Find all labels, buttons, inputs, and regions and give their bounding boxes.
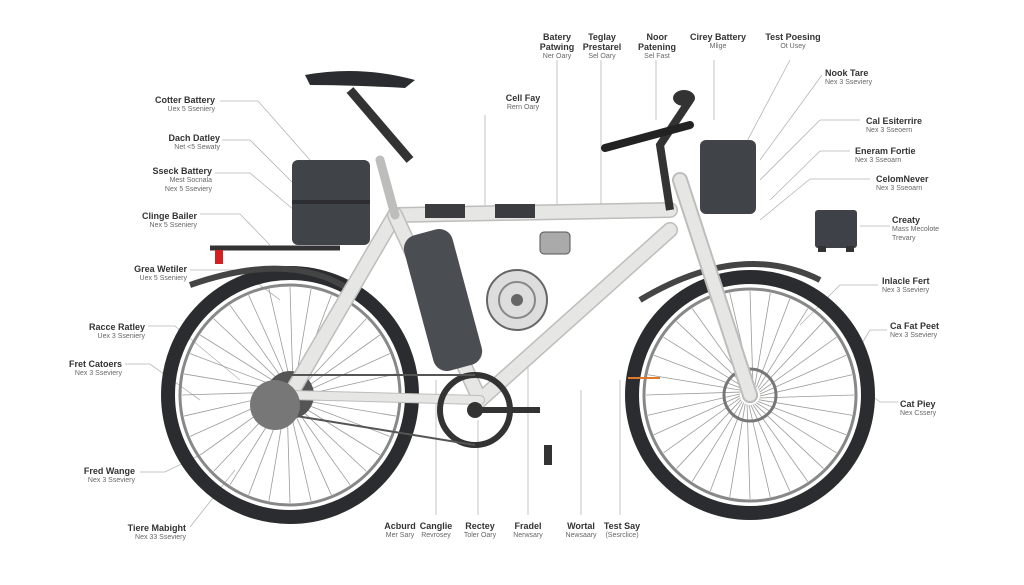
- grip-display: [673, 90, 695, 106]
- handlebar: [601, 121, 694, 152]
- front-fender: [638, 261, 822, 303]
- saddle: [305, 71, 415, 88]
- rear-reflector: [215, 250, 223, 264]
- rear-fender: [189, 265, 352, 293]
- spoke: [756, 402, 837, 454]
- cassette: [250, 380, 300, 430]
- seat-post: [346, 87, 414, 163]
- spoke: [297, 401, 390, 437]
- kickstand-part: [544, 445, 552, 465]
- stem: [655, 97, 694, 211]
- top-tube-band: [495, 204, 535, 218]
- controller-box: [815, 210, 857, 248]
- spoke: [759, 394, 855, 399]
- front-bag: [700, 140, 756, 214]
- label-bottom-6: Test Say(Sesrclice): [603, 521, 641, 539]
- spoke: [213, 318, 286, 387]
- spoke: [299, 353, 390, 395]
- spoke: [268, 288, 292, 386]
- spoke: [757, 308, 809, 389]
- spoke: [298, 399, 396, 417]
- downtube-battery: [403, 229, 483, 371]
- spoke: [296, 402, 381, 456]
- spoke: [299, 334, 381, 393]
- spoke: [248, 295, 290, 386]
- spoke: [289, 286, 294, 386]
- spoke: [229, 304, 288, 386]
- spoke: [294, 403, 367, 472]
- spoke: [645, 391, 741, 396]
- spoke: [199, 334, 284, 388]
- spoke: [691, 401, 743, 482]
- spoke: [290, 404, 332, 495]
- chain: [289, 374, 476, 446]
- controller: [539, 231, 571, 255]
- spoke: [746, 404, 751, 500]
- disc-brake: [722, 367, 778, 423]
- top-tube-band: [425, 204, 465, 218]
- spoke: [298, 318, 367, 391]
